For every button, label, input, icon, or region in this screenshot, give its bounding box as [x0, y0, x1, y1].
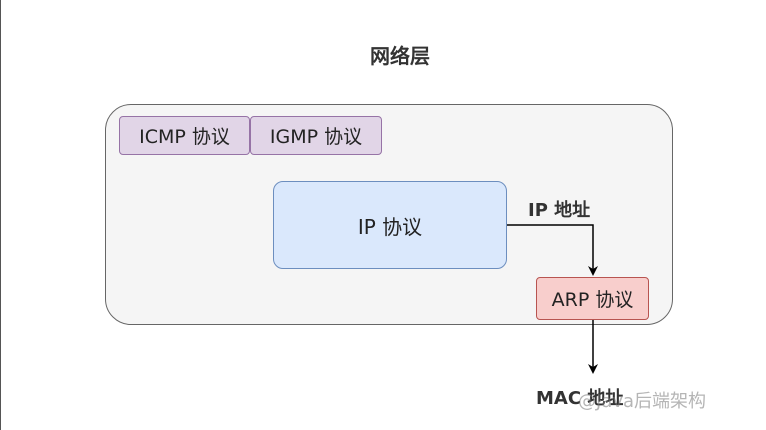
ip-to-arp-arrow	[507, 224, 598, 276]
icmp-protocol-node: ICMP 协议	[119, 116, 250, 155]
watermark-text: @Java后端架构	[578, 391, 707, 412]
ip-address-label: IP 地址	[528, 200, 591, 221]
left-border-line	[0, 0, 1, 430]
arp-protocol-node: ARP 协议	[536, 277, 649, 320]
ip-protocol-node: IP 协议	[273, 181, 507, 269]
diagram-title: 网络层	[370, 44, 430, 68]
mac-address-label: MAC 地址	[536, 384, 624, 410]
igmp-protocol-node: IGMP 协议	[250, 116, 382, 155]
